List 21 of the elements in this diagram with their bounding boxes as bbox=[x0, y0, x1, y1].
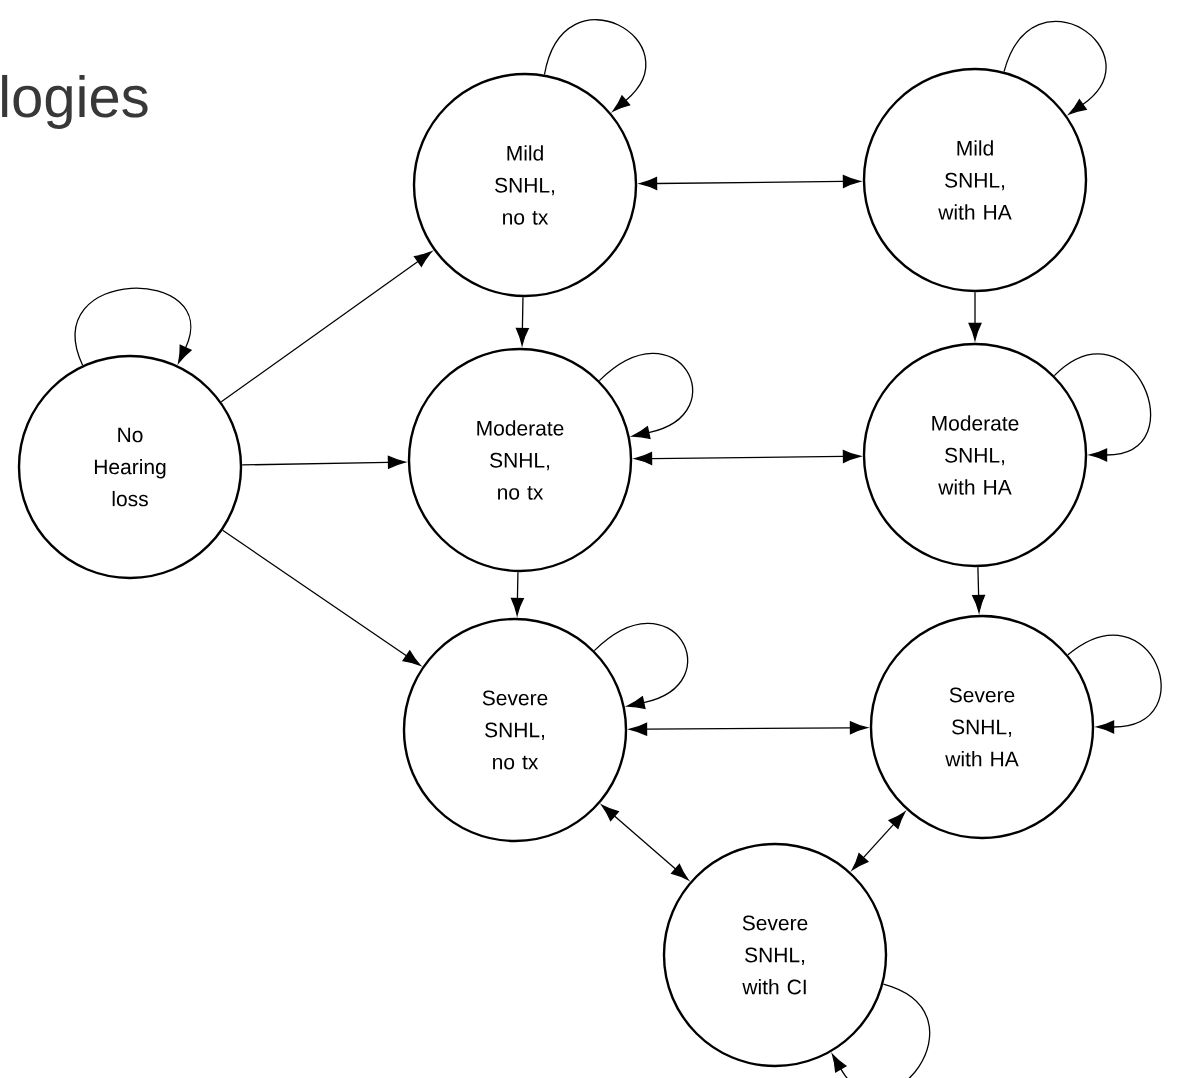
arrow bbox=[510, 571, 524, 616]
arrow bbox=[968, 291, 982, 341]
arrow bbox=[851, 811, 906, 871]
arrow bbox=[629, 721, 868, 736]
arrow bbox=[222, 529, 421, 666]
self-loop-arrow bbox=[831, 983, 931, 1078]
self-loop-arrow bbox=[1067, 635, 1162, 734]
self-loop-arrow bbox=[74, 287, 192, 366]
arrow bbox=[601, 804, 689, 881]
self-loop-arrow bbox=[593, 622, 689, 710]
arrow bbox=[639, 174, 861, 191]
self-loop-arrow bbox=[1003, 20, 1107, 115]
arrow bbox=[972, 566, 986, 613]
arrow bbox=[634, 449, 861, 466]
arrow bbox=[241, 455, 406, 469]
arrow bbox=[220, 251, 432, 403]
title: logies bbox=[2, 74, 148, 129]
self-loop-arrow bbox=[598, 352, 694, 440]
self-loop-arrow bbox=[1053, 353, 1152, 462]
self-loop-arrow bbox=[543, 19, 646, 112]
arrow bbox=[515, 296, 529, 346]
